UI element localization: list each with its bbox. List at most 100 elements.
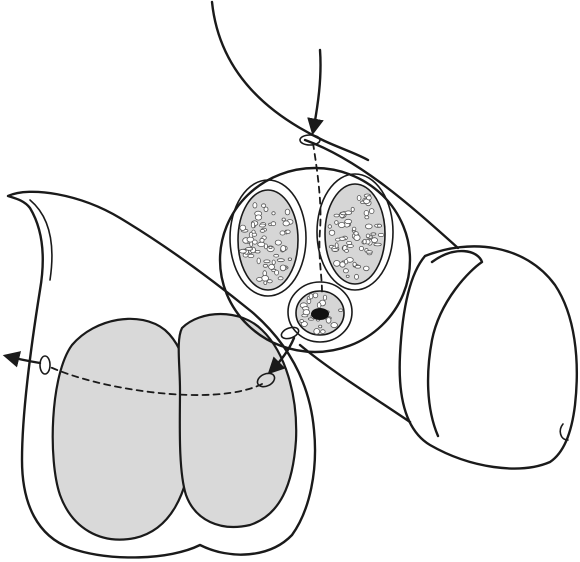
cavernosum-left-texture [263,243,268,250]
cavernosum-right-texture [338,221,346,228]
cavernosum-right-texture [364,215,370,220]
cavernosum-left-texture [246,236,255,243]
cavernosum-right-texture [353,231,359,236]
scrotum-fold-line [29,199,53,281]
spongiosum-texture [312,292,319,299]
spongiosum-texture [338,308,344,312]
cavernosum-left-texture [250,221,256,229]
corpus-cavernosum-right [316,173,394,291]
cavernosum-left-texture [254,249,261,254]
pathway-horizontal-dashed [49,366,263,396]
cavernosum-right-texture [346,244,354,248]
corona-ridge [426,249,484,438]
cavernosum-left-texture [262,263,268,268]
cavernosum-left-texture [261,203,267,208]
cavernosum-right-texture [365,250,373,254]
cavernosum-left-texture [274,269,280,276]
spongiosum-texture [318,324,323,329]
cavernosum-left-texture [258,223,266,228]
cavernosum-right-texture [333,260,341,267]
cavernosum-left-texture [268,263,276,270]
cavernosum-right-texture [344,218,353,225]
cavernosum-right-texture [363,265,370,272]
cavernosum-right-texture [356,195,362,201]
cavernosum-right-texture [353,234,361,241]
cavernosum-right-texture [364,223,373,230]
cavernosum-right-texture [334,242,339,249]
cavernosum-right-texture [327,224,332,229]
cavernosum-right-texture [365,233,371,238]
cavernosum-right-texture [358,245,364,251]
pathway-vertical-dashed [312,142,323,293]
cavernosum-left-texture [256,257,261,265]
spongiosum-texture [322,294,328,301]
cavernosum-left-texture [262,270,267,277]
cavernosum-left-texture [277,276,284,281]
cavernosum-right-texture [354,273,359,280]
entry-ring [299,134,321,146]
cavernosum-right-texture [345,274,350,278]
cavernosum-left-texture [285,229,291,234]
spongiosum-texture [308,293,314,300]
cavernosum-left-texture [271,211,276,216]
corpus-spongiosum [287,281,353,343]
cavernosum-left-texture [257,241,266,247]
cavernosum-right-texture [343,259,349,265]
cavernosum-right-texture [377,232,385,237]
cavernosum-right-texture [377,223,382,228]
cavernosum-left-texture [270,221,277,227]
cavernosum-right-texture [362,238,367,245]
ring-scrotum-left [39,355,51,375]
cavernosum-right-texture [342,268,349,274]
cavernosum-right-texture [350,206,355,212]
cavernosum-right-texture [344,248,350,253]
cavernosum-right-texture [334,220,339,225]
cavernosum-left-texture [256,277,263,282]
body-contour-line [210,0,370,162]
corpus-cavernosum-left [229,179,307,297]
cavernosum-left-texture [271,259,276,265]
spongiosum-texture [320,329,326,334]
cavernosum-right-texture [344,210,353,215]
cavernosum-right-texture [369,208,375,215]
spongiosum-texture [316,302,322,309]
cavernosum-left-texture [280,245,287,252]
cavernosum-left-texture [245,247,254,251]
cavernosum-right-texture [351,226,357,232]
cavernosum-left-texture [276,258,285,263]
cavernosum-right-texture [335,237,341,242]
spongiosum-texture [313,328,321,335]
cavernosum-right-texture [339,261,346,268]
glans-outline [398,245,578,470]
shaft-cross-section [218,166,412,354]
cavernosum-left-texture [252,239,258,245]
cavernosum-left-texture [252,202,258,209]
cavernosum-left-texture [239,248,247,254]
cavernosum-left-texture [287,257,292,261]
cavernosum-right-texture [352,261,357,267]
shaft-outline [298,138,460,424]
scrotum-outline [6,190,317,559]
testis-right [177,312,298,529]
cavernosum-left-texture [281,217,286,222]
cavernosum-right-texture [366,195,372,201]
cavernosum-left-texture [268,245,273,249]
spongiosum-texture [330,322,338,329]
cavernosum-left-texture [273,253,280,258]
ring-scrotum-right [256,372,276,388]
arrow-entry [307,48,324,136]
urethral-meatus [559,423,569,441]
cavernosum-left-texture [266,279,273,284]
cavernosum-left-texture [239,224,247,231]
spongiosum-texture [302,309,311,316]
cavernosum-left-texture [282,220,290,227]
testis-left [51,317,194,541]
cavernosum-right-texture [331,248,339,252]
arrow-exit [2,351,42,368]
cavernosum-right-texture [333,213,340,218]
cavernosum-left-texture [263,280,268,285]
cavernosum-right-texture [363,210,370,217]
cavernosum-left-texture [279,230,286,236]
cavernosum-right-texture [328,229,336,236]
